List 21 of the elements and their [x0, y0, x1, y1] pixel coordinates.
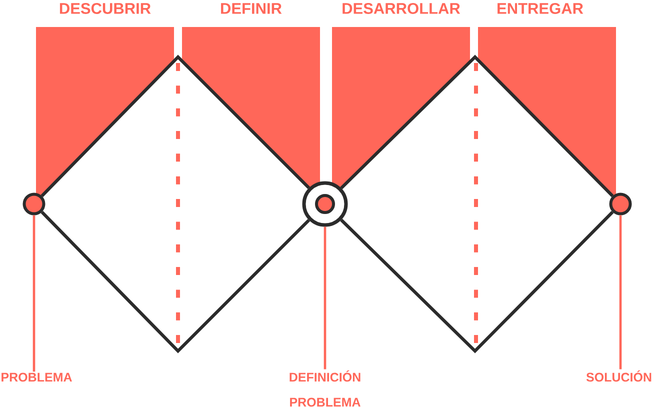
caption-label: DEFINICIÓN PROBLEMA: [290, 370, 360, 407]
phase-band: DEFINIR: [182, 3, 320, 199]
dot-marker: [315, 194, 335, 214]
circle-marker: [609, 192, 632, 216]
diamond-line: [40, 54, 310, 198]
diamond-line: [40, 210, 310, 354]
phase-band: DESCUBRIR: [36, 2, 174, 202]
caption-label: PROBLEMA: [2, 372, 72, 382]
diamond-line: [340, 54, 614, 198]
diamond-line: [340, 210, 614, 354]
node-label: DESARROLLAR: [342, 2, 460, 14]
node-label: DEFINIR: [221, 3, 282, 14]
circle-marker: [22, 192, 46, 216]
leader-line: [32, 215, 36, 372]
caption-label: SOLUCIÓN: [586, 370, 652, 382]
leader-line: [324, 226, 326, 370]
node-label: ENTREGAR: [498, 2, 584, 14]
node-label: DESCUBRIR: [60, 2, 151, 14]
phase-band: DESARROLLAR: [332, 2, 470, 198]
phase-band: ENTREGAR: [478, 2, 616, 200]
leader-line: [619, 215, 622, 370]
